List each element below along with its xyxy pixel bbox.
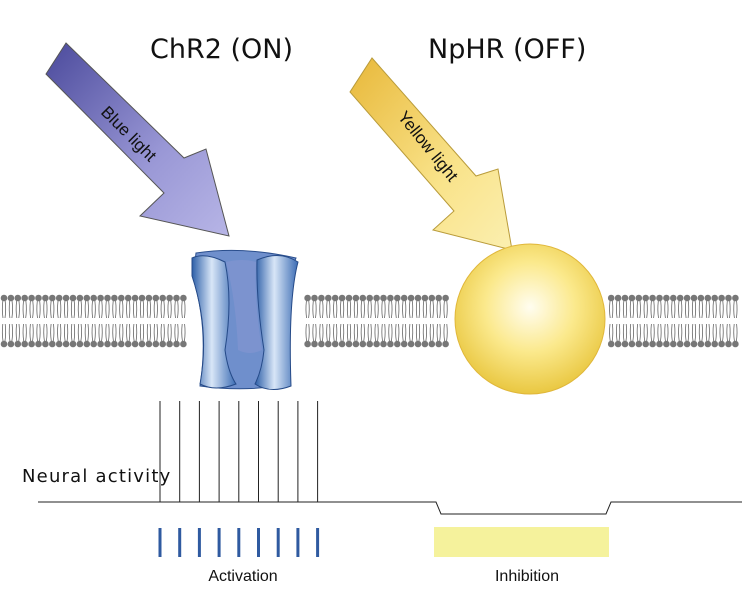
- inhibition-label: Inhibition: [494, 568, 560, 585]
- chr2-channel: [191, 249, 299, 390]
- lipid: [124, 294, 132, 348]
- lipid: [21, 294, 29, 348]
- lipid: [373, 294, 380, 348]
- light-pulse: [217, 528, 221, 557]
- lipid: [180, 294, 187, 348]
- lipid: [352, 294, 360, 348]
- lipid: [14, 294, 22, 348]
- lipid: [83, 294, 91, 348]
- nphr-title: NpHR (OFF): [428, 34, 587, 65]
- lipid: [614, 294, 622, 348]
- lipid: [628, 294, 636, 348]
- lipid: [104, 294, 111, 348]
- lipid: [166, 294, 173, 348]
- nphr-pump: [454, 243, 606, 395]
- yellow-light-arrow: [349, 57, 513, 251]
- yellow-light-bar: [434, 527, 609, 557]
- light-pulse: [316, 528, 320, 557]
- lipid: [62, 294, 70, 348]
- lipid: [442, 294, 449, 348]
- lipid: [304, 294, 311, 348]
- blue-light-arrow: [45, 42, 230, 237]
- lipid: [704, 294, 712, 348]
- lipid: [683, 294, 691, 348]
- light-pulse: [197, 528, 201, 557]
- lipid: [366, 294, 374, 348]
- light-pulse: [276, 528, 280, 557]
- lipid: [718, 294, 725, 348]
- lipid: [331, 294, 339, 348]
- lipid: [345, 294, 353, 348]
- lipid: [656, 294, 663, 348]
- lipid: [118, 294, 125, 348]
- lipid: [131, 294, 139, 348]
- light-pulse: [178, 528, 182, 557]
- lipid: [55, 294, 63, 348]
- lipid: [318, 294, 325, 348]
- lipid: [725, 294, 732, 348]
- chr2-title: ChR2 (ON): [150, 34, 294, 65]
- neural-activity-trace: [38, 501, 742, 515]
- lipid: [697, 294, 705, 348]
- lipid: [111, 294, 118, 348]
- activation-label: Activation: [208, 568, 278, 585]
- lipid: [711, 294, 718, 348]
- lipid: [76, 294, 84, 348]
- lipid: [621, 294, 629, 348]
- lipid: [421, 294, 429, 348]
- lipid: [0, 294, 8, 348]
- lipid: [428, 294, 436, 348]
- lipid: [311, 294, 318, 348]
- light-pulse: [257, 528, 260, 557]
- lipid: [145, 294, 153, 348]
- lipid: [670, 294, 677, 348]
- neural-activity-label: Neural activity: [22, 466, 172, 487]
- cell-membrane: [0, 294, 739, 348]
- lipid: [690, 294, 698, 348]
- lipid: [359, 294, 367, 348]
- blue-light-pulses: [158, 528, 320, 557]
- lipid: [676, 294, 684, 348]
- lipid: [49, 294, 56, 348]
- lipid: [414, 294, 422, 348]
- lipid: [642, 294, 649, 348]
- lipid: [152, 294, 160, 348]
- lipid: [97, 294, 104, 348]
- lipid: [173, 294, 180, 348]
- lipid: [387, 294, 394, 348]
- lipid: [400, 294, 408, 348]
- lipid: [394, 294, 401, 348]
- lipid: [407, 294, 415, 348]
- lipid: [732, 294, 739, 348]
- lipid: [607, 294, 615, 348]
- light-pulse: [158, 528, 162, 557]
- lipid: [35, 294, 42, 348]
- lipid: [338, 294, 346, 348]
- light-pulse: [296, 528, 300, 557]
- lipid: [138, 294, 146, 348]
- lipid: [90, 294, 97, 348]
- lipid: [69, 294, 77, 348]
- lipid: [435, 294, 443, 348]
- light-pulse: [237, 528, 241, 557]
- lipid: [7, 294, 15, 348]
- lipid: [325, 294, 332, 348]
- lipid: [159, 294, 166, 348]
- lipid: [380, 294, 387, 348]
- lipid: [649, 294, 656, 348]
- lipid: [663, 294, 670, 348]
- lipid: [635, 294, 643, 348]
- spike-train: [159, 401, 319, 502]
- lipid: [42, 294, 49, 348]
- lipid: [28, 294, 35, 348]
